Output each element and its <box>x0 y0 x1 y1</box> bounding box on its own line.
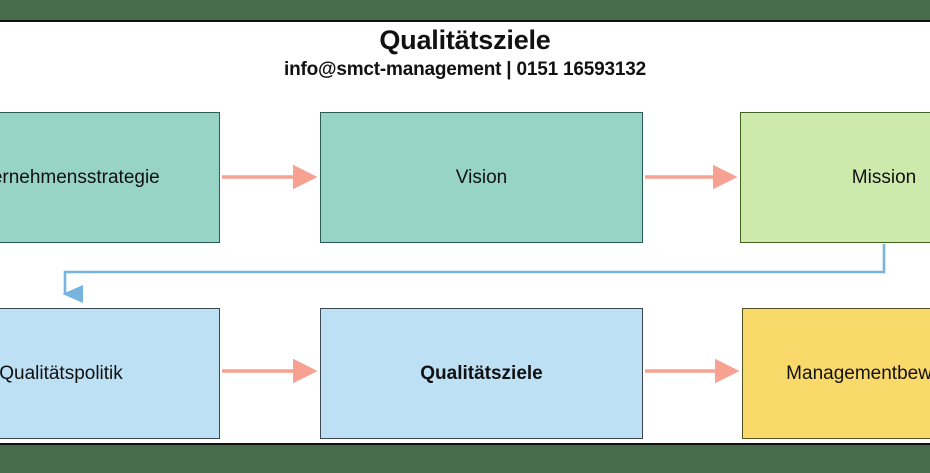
page-header: Qualitätsziele info@smct-management | 01… <box>0 24 930 82</box>
contact-line: info@smct-management | 0151 16593132 <box>284 59 646 80</box>
node-label: Qualitätspolitik <box>0 362 123 384</box>
node-label: Managementbewertung <box>786 362 930 384</box>
node-managementbewertung[interactable]: Managementbewertung <box>742 308 930 439</box>
page-title: Qualitätsziele <box>379 25 551 55</box>
node-label: Qualitätsziele <box>420 362 543 384</box>
top-band <box>0 0 930 22</box>
node-vision[interactable]: Vision <box>320 112 643 243</box>
node-unternehmensstrategie[interactable]: Unternehmensstrategie <box>0 112 220 243</box>
node-label: Mission <box>851 166 917 188</box>
node-label: Unternehmensstrategie <box>0 166 160 188</box>
edge-mission-to-qualitaetspolitik <box>62 244 886 304</box>
node-qualitaetsziele[interactable]: Qualitätsziele <box>320 308 643 439</box>
node-mission[interactable]: Mission <box>740 112 930 243</box>
bottom-band <box>0 443 930 473</box>
node-qualitaetspolitik[interactable]: Qualitätspolitik <box>0 308 220 439</box>
node-label: Vision <box>455 166 508 188</box>
